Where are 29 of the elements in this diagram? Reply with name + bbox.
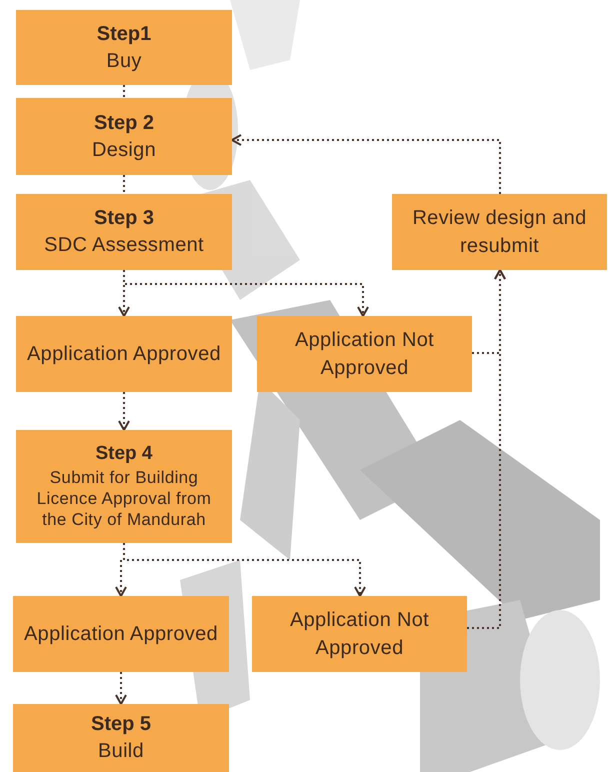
- process-box: [16, 430, 232, 543]
- box-text: Application Not Approved: [288, 608, 430, 661]
- step-heading: Step 4: [95, 442, 153, 466]
- dotted-arrow: [118, 392, 130, 431]
- dotted-arrow: [467, 269, 506, 629]
- process-box: [257, 316, 472, 392]
- box-text: Application Not Approved: [294, 328, 436, 381]
- box-text: Submit for Building Licence Approval from the City of Mandurah: [36, 466, 212, 531]
- dotted-arrow: [115, 672, 127, 705]
- box-text: SDC Assessment: [44, 233, 204, 258]
- process-box: [16, 194, 232, 270]
- process-box: [392, 194, 607, 270]
- step-heading: Step1: [96, 22, 152, 46]
- process-box: [13, 596, 229, 672]
- process-box: [16, 10, 232, 85]
- process-box: [252, 596, 467, 672]
- step-heading: Step 3: [94, 206, 154, 231]
- process-box: [16, 98, 232, 175]
- process-box: [13, 704, 229, 772]
- box-text: Design: [92, 138, 156, 162]
- dotted-arrow: [231, 134, 501, 194]
- step-heading: Step 5: [90, 712, 152, 737]
- box-text: Application Approved: [24, 622, 218, 647]
- box-text: Build: [98, 739, 144, 764]
- process-box: [16, 316, 232, 392]
- box-text: Buy: [106, 48, 142, 74]
- box-text: Review design and resubmit: [411, 206, 588, 259]
- step-heading: Step 2: [94, 110, 154, 136]
- box-text: Application Approved: [27, 342, 221, 367]
